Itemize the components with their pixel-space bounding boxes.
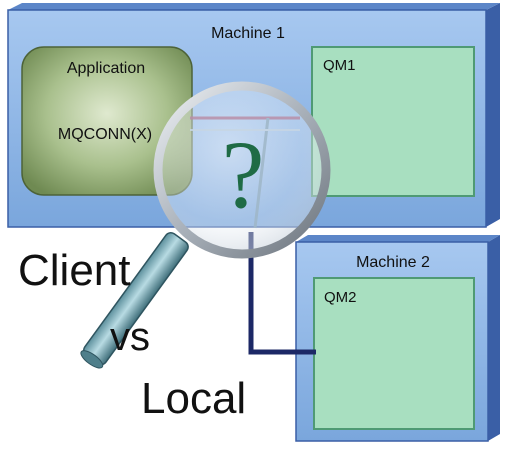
- magnifier-lens: [158, 86, 326, 254]
- question-mark: ?: [222, 121, 265, 228]
- machine-1-side: [486, 3, 500, 227]
- magnifying-glass-icon: ?: [80, 81, 331, 369]
- qm2-label: QM2: [324, 289, 357, 306]
- mqconn-label: MQCONN(X): [58, 126, 152, 143]
- machine-2: Machine 2 QM2: [295, 235, 500, 442]
- machine-2-title: Machine 2: [356, 254, 430, 271]
- caption-vs: vs: [110, 315, 150, 359]
- machine-2-side: [488, 235, 500, 441]
- client-connection-line: [248, 232, 316, 355]
- machine-1-top: [8, 3, 500, 10]
- application-label: Application: [67, 60, 145, 77]
- magnifier-rim: [153, 81, 331, 259]
- machine-1-title: Machine 1: [211, 25, 285, 42]
- caption-local: Local: [141, 374, 246, 423]
- machine-2-top: [296, 235, 500, 242]
- qm1-label: QM1: [323, 57, 356, 74]
- qm2-box: [313, 277, 475, 430]
- caption-client: Client: [18, 246, 131, 295]
